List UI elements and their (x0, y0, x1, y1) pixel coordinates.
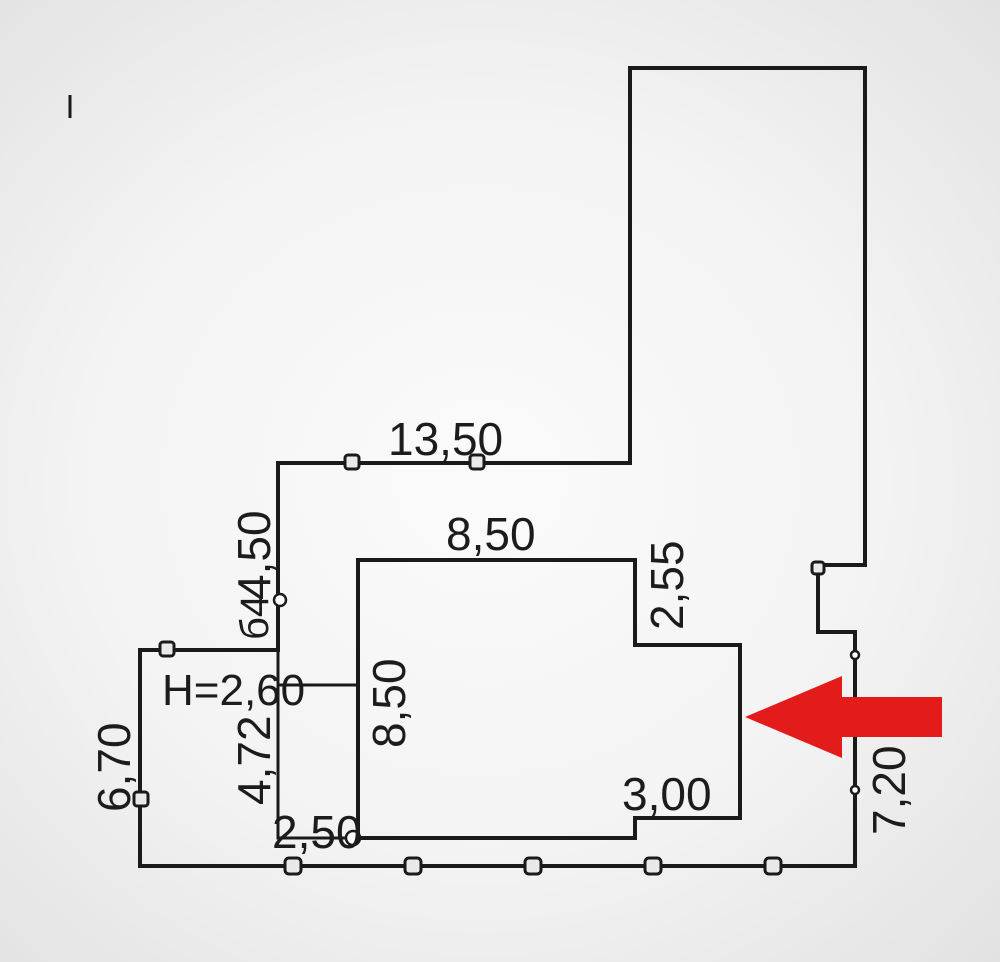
main-room-outline (356, 558, 742, 840)
outer-wall-top (276, 461, 630, 600)
wall-node (849, 649, 861, 661)
dimension-bottom-left: 2,50 (272, 806, 362, 858)
tall-block-outline (628, 66, 867, 567)
wall-node (643, 856, 663, 876)
dimension-room-notch: 2,55 (641, 540, 693, 630)
wall-node (763, 856, 783, 876)
left-wall-marker: б4 (233, 595, 277, 640)
dimension-room-bottom-right: 3,00 (622, 768, 712, 820)
red-arrow-icon (745, 676, 942, 758)
wall-node (344, 829, 362, 847)
dimension-left-wall-upper: 4,50 (228, 510, 280, 600)
dimension-right-outer: 7,20 (863, 745, 915, 835)
dimension-left-outer: 6,70 (88, 722, 140, 812)
wall-node (468, 453, 486, 471)
wall-node (810, 560, 826, 576)
wall-node (283, 856, 303, 876)
outer-wall-contour (138, 565, 857, 868)
dimension-room-side: 8,50 (363, 658, 415, 748)
dimension-inner-left: 4,72 (228, 715, 280, 805)
wall-node (132, 790, 150, 808)
wall-node (403, 856, 423, 876)
dimension-top-wall: 13,50 (388, 413, 503, 465)
wall-node (523, 856, 543, 876)
wall-node (849, 784, 861, 796)
wall-node (343, 453, 361, 471)
dimension-room-top: 8,50 (446, 508, 536, 560)
inner-left-wall (276, 650, 300, 840)
wall-node (272, 592, 288, 608)
wall-node (158, 640, 176, 658)
ceiling-height-label: H=2,60 (162, 666, 305, 715)
